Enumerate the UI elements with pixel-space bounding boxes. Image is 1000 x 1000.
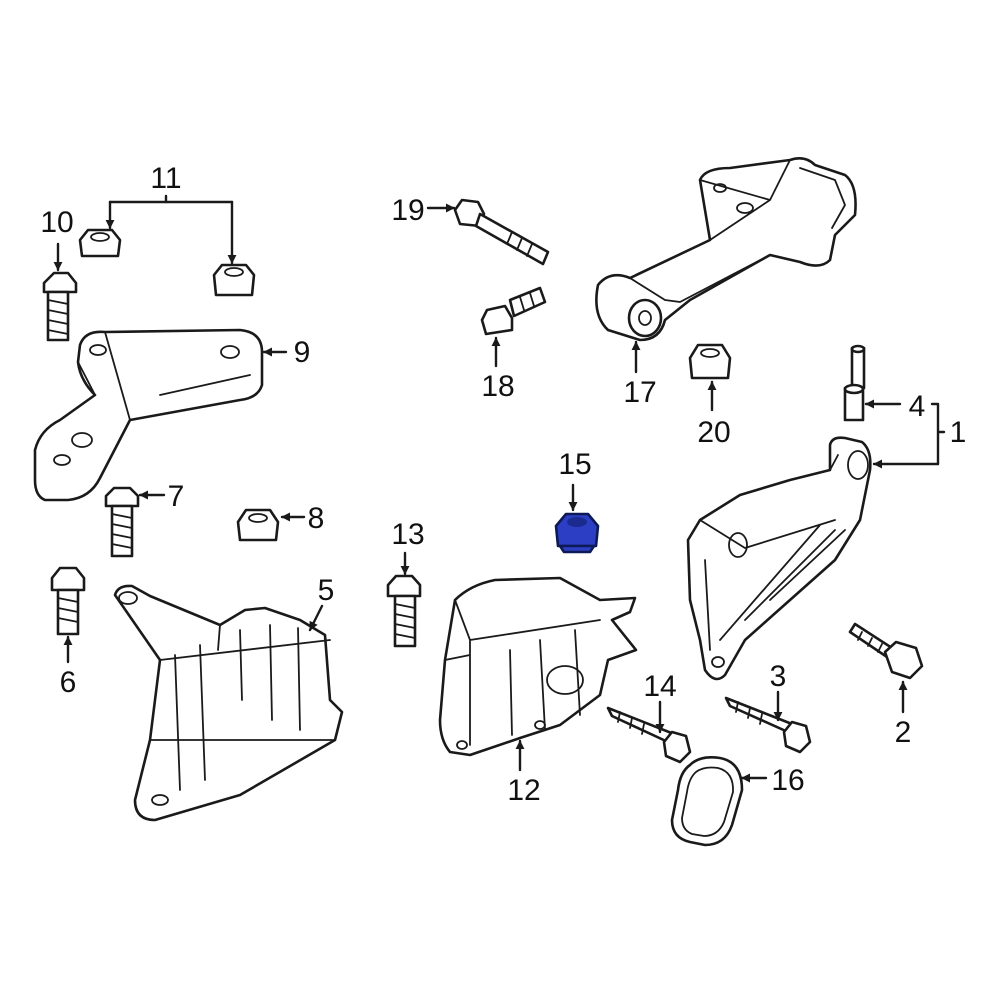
callout-1: 1 xyxy=(950,416,967,449)
callout-6: 6 xyxy=(60,666,77,699)
part-18-bolt[interactable] xyxy=(480,286,547,336)
part-7-bolt[interactable] xyxy=(104,486,140,558)
part-11-nut-a[interactable] xyxy=(78,228,122,258)
part-3-bolt[interactable] xyxy=(724,696,812,754)
part-16-gasket[interactable] xyxy=(670,756,744,847)
callout-4: 4 xyxy=(909,390,926,423)
callout-15: 15 xyxy=(558,448,591,481)
part-13-bolt[interactable] xyxy=(386,574,422,648)
part-1-bracket[interactable] xyxy=(686,436,872,681)
part-17-torque-rod[interactable] xyxy=(595,157,857,342)
part-20-nut[interactable] xyxy=(688,343,732,380)
callout-13: 13 xyxy=(391,518,424,551)
callout-19: 19 xyxy=(391,194,424,227)
callout-10: 10 xyxy=(40,206,73,239)
part-9-bracket[interactable] xyxy=(33,328,264,502)
callout-14: 14 xyxy=(643,670,676,703)
part-4-pin[interactable] xyxy=(843,344,866,422)
part-2-bolt[interactable] xyxy=(848,622,924,680)
callout-5: 5 xyxy=(318,574,335,607)
part-6-bolt[interactable] xyxy=(50,566,86,636)
callout-labels: 1 2 3 4 5 6 7 8 9 10 11 12 13 14 15 16 1… xyxy=(40,162,966,807)
callout-20: 20 xyxy=(697,416,730,449)
callout-8: 8 xyxy=(308,502,325,535)
part-8-nut[interactable] xyxy=(236,508,280,542)
part-10-bolt[interactable] xyxy=(42,271,78,342)
callout-11: 11 xyxy=(150,162,181,195)
part-12-mount[interactable] xyxy=(438,576,638,757)
part-15-nut[interactable] xyxy=(554,512,600,554)
callout-7: 7 xyxy=(168,480,185,513)
callout-16: 16 xyxy=(771,764,804,797)
callout-17: 17 xyxy=(623,376,656,409)
callout-9: 9 xyxy=(294,336,311,369)
callout-3: 3 xyxy=(770,660,787,693)
part-19-bolt[interactable] xyxy=(453,198,550,266)
callout-2: 2 xyxy=(895,716,912,749)
callout-12: 12 xyxy=(507,774,540,807)
part-11-nut-b[interactable] xyxy=(212,263,256,297)
part-14-bolt[interactable] xyxy=(606,706,692,764)
leader-lines xyxy=(53,194,946,783)
callout-18: 18 xyxy=(481,370,514,403)
part-5-mount[interactable] xyxy=(113,584,344,822)
